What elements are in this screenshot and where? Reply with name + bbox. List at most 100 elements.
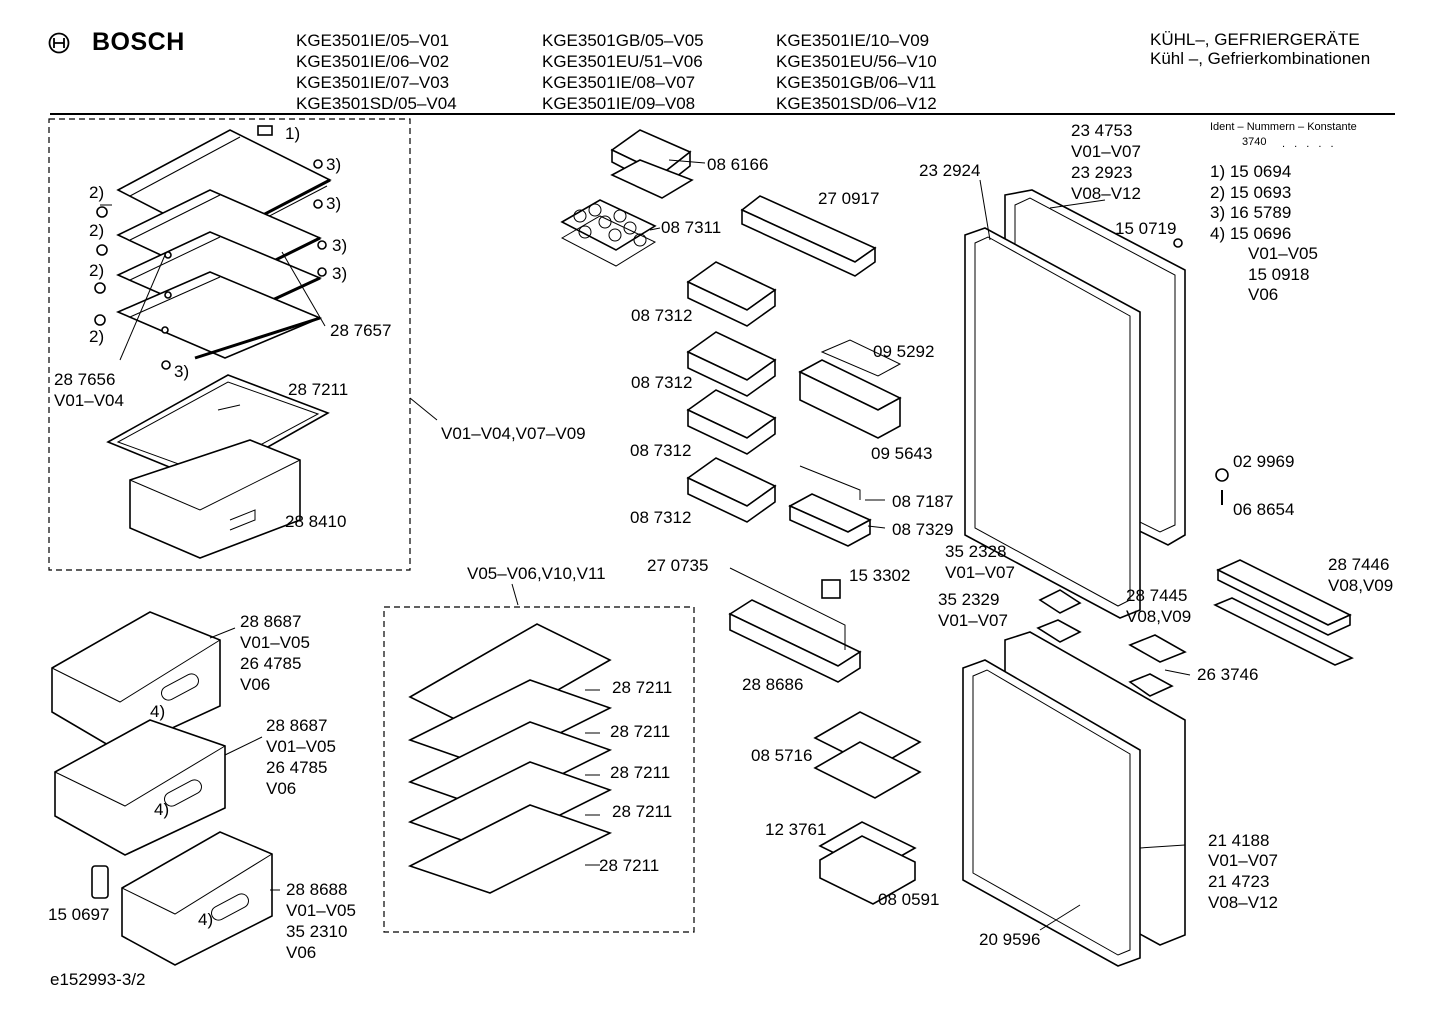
footnote-label: 4) [150,702,166,721]
variant-range: V06 [286,943,317,962]
part-number: 28 8688 [286,880,348,899]
part-number: 08 7312 [630,441,692,460]
footnote-label: 2) [89,221,105,240]
footnote-label: 3) [332,236,348,255]
part-number: 08 7312 [630,508,692,527]
part-number: 23 2923 [1071,163,1133,182]
group-box-v05-v11 [383,606,695,933]
group-box-v01-v04 [48,118,411,571]
part-number: 28 8687 [240,612,302,631]
part-number: 28 7211 [612,678,673,697]
door-bin-087329 [788,493,872,547]
drawing-id: e152993-3/2 [50,970,146,989]
retainer-wire [799,465,861,500]
models-column-2: KGE3501GB/05–V05 KGE3501EU/51–V06 KGE350… [542,30,704,114]
crisper-288688 [121,831,273,966]
category-line: KÜHL–, GEFRIERGERÄTE [1150,30,1360,49]
variant-range: V01–V07 [938,611,1008,630]
part-number: 28 7211 [610,763,671,782]
legend-entry: 4) 15 0696 [1210,223,1292,243]
cover-263746 [1128,673,1174,697]
variant-range: V01–V04 [54,391,124,410]
door-shelf-270917 [740,195,877,277]
part-number: 09 5643 [871,444,933,463]
part-number: 15 0719 [1115,219,1177,238]
group-variant-label: V05–V06,V10,V11 [467,564,606,583]
part-number: 21 4188 [1208,831,1270,850]
variant-range: V01–V07 [1071,142,1141,161]
legend-entry: 2) 15 0693 [1210,182,1292,202]
footnote-label: 3) [326,155,342,174]
footnote-label: 2) [89,261,105,280]
egg-tray [560,199,657,267]
model-entry: KGE3501SD/06–V12 [776,94,937,113]
seal-150697 [91,865,109,899]
part-number: 28 7211 [612,802,673,821]
variant-range: V01–V05 [286,901,356,920]
legend-entry: 15 0918 [1248,264,1310,284]
part-number: 15 0697 [48,905,110,924]
variant-range: V08,V09 [1126,607,1192,626]
category-title: KÜHL–, GEFRIERGERÄTE Kühl –, Gefrierkomb… [1150,30,1370,68]
bosch-armature-icon [48,32,70,53]
plug-150719 [1173,238,1183,248]
part-number: 28 7211 [599,856,660,875]
part-number: 08 0591 [878,890,940,909]
legend-entry: V06 [1248,285,1279,304]
part-number: 28 8410 [285,512,347,531]
leader-lines [209,159,1191,931]
part-number: 28 7211 [610,722,671,741]
bottle-holder-095292 [798,339,902,439]
footnote-label: 4) [154,800,170,819]
variant-range: V06 [266,779,297,798]
glass-shelves-group-b [407,623,613,894]
brand-logo: BOSCH [48,28,185,57]
part-number: 08 5716 [751,746,813,765]
part-number: 08 7312 [631,373,693,392]
part-number: 26 3746 [1197,665,1259,684]
top-trim-287446 [1216,559,1352,636]
variant-range: V08–V12 [1208,893,1278,912]
part-number: 35 2329 [938,590,1000,609]
part-number: 27 0735 [647,556,709,575]
models-column-3: KGE3501IE/10–V09 KGE3501EU/56–V10 KGE350… [776,30,937,114]
variant-range: V08–V12 [1071,184,1141,203]
footnote-label: 2) [89,327,105,346]
footnote-label: 3) [174,362,190,381]
part-number: 35 2328 [945,542,1007,561]
part-number: 28 7657 [330,321,392,340]
legend-entry: 3) 16 5789 [1210,203,1292,222]
hinge-263746 [1128,634,1187,663]
part-number: 28 8686 [742,675,804,694]
footnote-label: 2) [89,183,105,202]
variant-range: V01–V05 [266,737,336,756]
part-number: 20 9596 [979,930,1041,949]
part-number: 08 7187 [892,492,954,511]
leader-line [511,583,519,606]
legend-entry: 1) 15 0694 [1210,162,1292,181]
model-entry: KGE3501IE/09–V08 [542,94,696,113]
footnote-label: 3) [332,264,348,283]
part-number: 09 5292 [873,342,935,361]
part-number: 26 4785 [240,654,302,673]
model-entry: KGE3501EU/51–V06 [542,52,703,71]
legend-entry: V01–V05 [1248,244,1318,263]
freezer-door [962,631,1186,967]
group-variant-label: V01–V04,V07–V09 [441,424,586,443]
crisper-288687b [54,719,226,856]
part-number: 21 4723 [1208,872,1270,891]
model-entry: KGE3501IE/08–V07 [542,73,696,92]
part-number: 26 4785 [266,758,328,777]
model-entry: KGE3501IE/06–V02 [296,52,450,71]
part-number: 08 7312 [631,306,693,325]
ident-title: Ident – Nummern – Konstante [1210,121,1357,133]
part-number: 28 7446 [1328,555,1390,574]
part-number: 28 8687 [266,716,328,735]
part-number: 12 3761 [765,820,827,839]
model-entry: KGE3501IE/07–V03 [296,73,450,92]
part-number: 08 7311 [661,218,722,237]
variant-range: V01–V07 [1208,851,1278,870]
part-number: 08 6166 [707,155,769,174]
leader-line [409,397,438,421]
cover-352328 [1038,589,1082,614]
